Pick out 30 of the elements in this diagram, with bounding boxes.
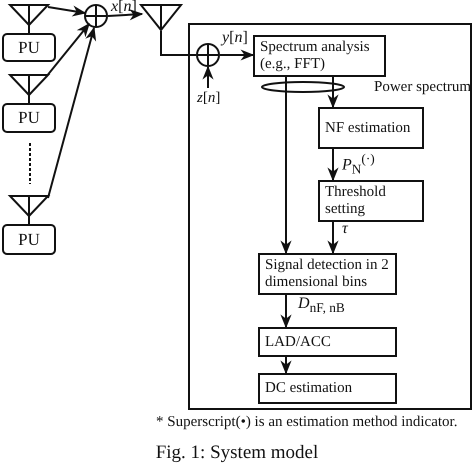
arrow bbox=[327, 149, 339, 182]
process-box: Spectrum analysis (e.g., FFT) bbox=[253, 35, 386, 77]
receiver-frame bbox=[188, 23, 472, 410]
arrow bbox=[108, 9, 144, 20]
arrow bbox=[48, 5, 86, 16]
process-box: LAD/ACC bbox=[258, 327, 397, 357]
arrow bbox=[280, 77, 292, 254]
pu-box: PU bbox=[2, 33, 56, 62]
figure-caption: Fig. 1: System model bbox=[154, 442, 320, 464]
edge-label: D$_{nF, nB}$ bbox=[298, 296, 345, 316]
process-box: DC estimation bbox=[258, 373, 397, 404]
arrow bbox=[220, 49, 254, 61]
edge-label: y[n] bbox=[222, 30, 248, 46]
arrow bbox=[202, 66, 214, 88]
edge-label: τ bbox=[342, 221, 348, 237]
arrow bbox=[47, 26, 96, 198]
process-box: NF estimation bbox=[318, 107, 424, 149]
annotation-label: Power spectrum bbox=[374, 79, 472, 95]
connector-line bbox=[160, 31, 196, 56]
pu-box: PU bbox=[2, 103, 56, 133]
process-box: Signal detection in 2 dimensional bins bbox=[258, 253, 397, 295]
footnote: * Superscript(•) is an estimation method indicator. bbox=[156, 414, 458, 430]
arrow bbox=[280, 357, 292, 374]
arrow bbox=[45, 22, 90, 78]
process-box: Threshold setting bbox=[318, 180, 424, 222]
pu-box: PU bbox=[2, 224, 56, 255]
arrow bbox=[327, 77, 339, 108]
arrow bbox=[327, 222, 339, 254]
signal-label: z[n] bbox=[197, 90, 220, 108]
arrow bbox=[280, 295, 292, 328]
